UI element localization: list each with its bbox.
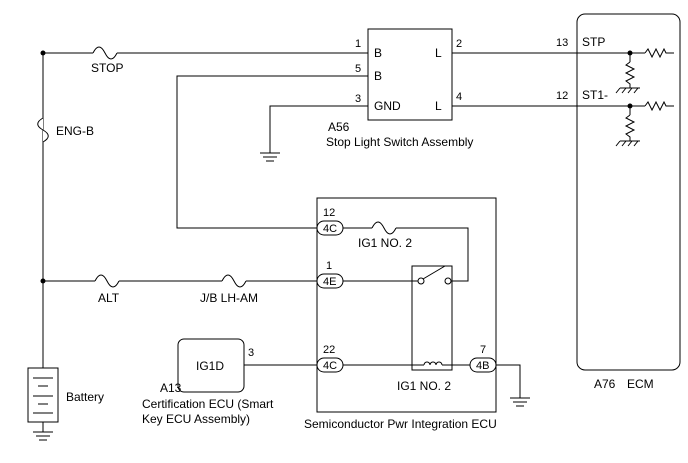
switch-term-l1: L (435, 46, 442, 60)
pwr-ecu-pin-12: 12 (323, 207, 335, 219)
ecm-code: A76 (594, 377, 616, 391)
switch-term-b1: B (374, 46, 382, 60)
switch-code: A56 (328, 120, 350, 134)
junction-dot (40, 50, 46, 56)
junction-dot (40, 278, 46, 284)
switch-term-gnd: GND (374, 99, 401, 113)
junction-dot (627, 50, 633, 56)
switch-pin-1: 1 (355, 38, 361, 50)
switch-pin-2: 2 (456, 38, 462, 50)
jb-fuse (221, 274, 247, 288)
relay-contact-left (417, 277, 425, 285)
pwr-ecu-pin-22: 22 (323, 344, 335, 356)
switch-pin-3: 3 (355, 93, 361, 105)
engb-fuse-label: ENG-B (56, 124, 94, 138)
alt-fuse (94, 274, 120, 288)
ig1-relay-box (411, 265, 453, 371)
pwr-ecu-pin-1: 1 (326, 260, 332, 272)
ig1-fuse (371, 221, 397, 235)
wire-switch-pin5 (176, 75, 368, 229)
ecm-stp-resistor (644, 47, 674, 59)
ecm-stp-ground-icon (615, 87, 640, 94)
wire-switch-gnd (269, 105, 368, 153)
ecu-ground-icon (510, 397, 530, 407)
ecm-stp-pull-resistor (624, 61, 636, 88)
switch-name: Stop Light Switch Assembly (326, 135, 473, 149)
battery-label: Battery (66, 390, 104, 404)
pwr-ecu-pin-7: 7 (480, 344, 486, 356)
switch-ground-icon (260, 152, 280, 162)
switch-term-l2: L (435, 99, 442, 113)
stop-fuse (92, 46, 118, 60)
wire-4b-ground (496, 364, 521, 398)
relay-switch-arm (422, 265, 446, 280)
ecm-st1-resistor (644, 100, 674, 112)
switch-term-b2: B (374, 69, 382, 83)
switch-pin-4: 4 (456, 91, 462, 103)
ecm-stp-label: STP (582, 35, 605, 49)
cert-ecu-pin: 3 (248, 347, 254, 359)
pwr-ecu-box (316, 197, 497, 413)
ecm-st1-pull-resistor (624, 114, 636, 141)
ecm-box (576, 13, 681, 371)
cert-ecu-code: A13 (160, 381, 182, 395)
ig1-relay-label: IG1 NO. 2 (397, 379, 451, 393)
switch-pin-5: 5 (355, 63, 361, 75)
stop-light-switch-box (367, 28, 453, 121)
wire-ig1-fuse-right (396, 227, 469, 282)
relay-coil (423, 361, 443, 366)
engb-fuse (37, 117, 49, 143)
cert-ecu-name-line1: Certification ECU (Smart (142, 397, 274, 411)
conn-4b: 4B (476, 360, 489, 372)
ig1-fuse-label: IG1 NO. 2 (358, 236, 412, 250)
alt-fuse-label: ALT (98, 291, 120, 305)
junction-dot (627, 103, 633, 109)
relay-contact-right (444, 277, 452, 285)
cert-ecu-terminal: IG1D (196, 359, 224, 373)
battery-ground-icon (33, 431, 53, 441)
cert-ecu-name-line2: Key ECU Assembly) (142, 412, 250, 426)
jb-fuse-label: J/B LH-AM (200, 291, 258, 305)
conn-4e: 4E (323, 276, 336, 288)
ecm-name: ECM (627, 377, 654, 391)
ecm-pin-13: 13 (556, 37, 568, 49)
pwr-ecu-name: Semiconductor Pwr Integration ECU (304, 417, 497, 431)
conn-4c-top: 4C (323, 223, 337, 235)
ecm-st1-label: ST1- (582, 88, 608, 102)
battery-box (27, 367, 59, 423)
ecm-st1-ground-icon (615, 140, 640, 147)
ecm-pin-12: 12 (556, 90, 568, 102)
stop-fuse-label: STOP (91, 61, 123, 75)
conn-4c-bottom: 4C (323, 360, 337, 372)
